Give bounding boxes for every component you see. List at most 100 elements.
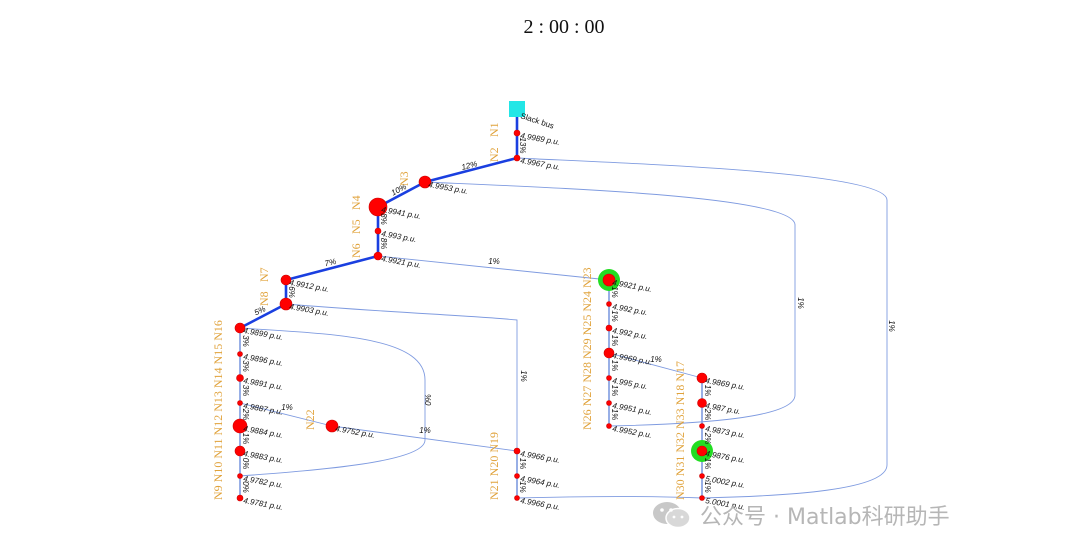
edge-loading-label: 1%	[887, 320, 896, 332]
node-n9[interactable]	[234, 322, 246, 334]
edge-loading-label: 3%	[241, 360, 250, 372]
node-n14[interactable]	[234, 445, 246, 457]
node-n4[interactable]	[368, 197, 388, 217]
edge-n8-n9	[239, 302, 287, 330]
edge-loading-label: 6%	[287, 286, 296, 298]
node-n20[interactable]	[514, 473, 520, 479]
watermark-text: 公众号 · Matlab科研助手	[700, 505, 950, 530]
edge-loading-label: 1%	[281, 403, 293, 412]
node-n23[interactable]	[606, 423, 612, 429]
node-n25[interactable]	[606, 375, 612, 381]
node-n10[interactable]	[237, 351, 243, 357]
edge-n29-n30	[608, 352, 703, 379]
edge-n6-n7	[285, 254, 379, 282]
edge-loading-label: 7%	[324, 257, 337, 269]
node-voltage-label: 4.9952 p.u.	[612, 424, 653, 440]
node-name-column: N6	[349, 243, 363, 258]
node-name-column: N7	[257, 267, 271, 282]
edge-loading-label: 1%	[419, 426, 431, 435]
watermark: 公众号 · Matlab科研助手	[652, 498, 950, 532]
edge-loading-label: 1%	[518, 458, 527, 470]
node-n6[interactable]	[373, 251, 383, 261]
node-name-column: N5	[349, 219, 363, 234]
simulation-time: 2 : 00 : 00	[523, 16, 605, 38]
edge-loading-label: 3%	[241, 335, 250, 347]
node-n15[interactable]	[237, 473, 243, 479]
wechat-icon	[653, 502, 691, 529]
edge-n9-n15	[239, 327, 426, 477]
node-n3[interactable]	[418, 175, 432, 189]
node-voltage-label: 4.9921 p.u.	[381, 254, 422, 270]
node-n32[interactable]	[699, 423, 705, 429]
node-n24[interactable]	[606, 400, 612, 406]
edge-n19-n17	[516, 496, 703, 499]
edge-loading-label: 0%	[241, 481, 250, 493]
edge-n8-n21	[285, 303, 518, 451]
edges-layer	[239, 117, 888, 499]
edge-n2-n3	[424, 156, 518, 184]
node-n11[interactable]	[236, 374, 244, 382]
edge-n12-n22	[239, 402, 333, 427]
node-name-column: N1	[487, 122, 501, 137]
edge-loading-label: 1%	[488, 257, 500, 266]
node-voltage-label: 4.9781 p.u.	[243, 496, 284, 512]
node-n26[interactable]	[602, 273, 616, 287]
labels-layer: 13%12%10%8%8%7%6%5%3%3%3%2%1%0%0%1%1%0%1…	[211, 111, 896, 512]
node-n18[interactable]	[699, 473, 705, 479]
node-name-column: N4	[349, 195, 363, 210]
edge-loading-label: 1%	[610, 385, 619, 397]
edge-loading-label: 1%	[703, 481, 712, 493]
edge-loading-label: 1%	[796, 297, 805, 309]
edge-loading-label: 1%	[703, 458, 712, 470]
node-name-column: N22	[303, 409, 317, 430]
node-n21[interactable]	[513, 447, 521, 455]
node-n8[interactable]	[279, 297, 293, 311]
edge-loading-label: 1%	[241, 433, 250, 445]
node-n27[interactable]	[606, 301, 612, 307]
node-n5[interactable]	[374, 227, 382, 235]
node-n29[interactable]	[603, 347, 615, 359]
edge-loading-label: 2%	[703, 432, 712, 445]
node-n31[interactable]	[697, 398, 707, 408]
edge-loading-label: 12%	[461, 159, 479, 172]
node-voltage-label: 4.9903 p.u.	[289, 302, 330, 318]
node-n7[interactable]	[280, 274, 292, 286]
edge-loading-label: 8%	[379, 213, 388, 225]
edge-loading-label: 13%	[518, 137, 527, 153]
edge-loading-label: 1%	[610, 409, 619, 421]
node-n1[interactable]	[513, 129, 521, 137]
node-n16[interactable]	[236, 494, 244, 502]
node-name-column: N30 N31 N32 N33 N18 N17	[673, 361, 687, 500]
edge-loading-label: 1%	[610, 310, 619, 322]
node-n19[interactable]	[514, 495, 520, 501]
node-name-column: N2	[487, 147, 501, 162]
node-n33[interactable]	[696, 445, 708, 457]
node-voltage-label: 4.9752 p.u.	[335, 424, 376, 440]
node-n2[interactable]	[513, 154, 521, 162]
node-n13[interactable]	[232, 418, 248, 434]
node-n22[interactable]	[325, 419, 339, 433]
node-name-column: N21 N20 N19	[487, 432, 501, 500]
slack-bus-label: Slack bus	[519, 111, 555, 130]
node-n17[interactable]	[699, 495, 705, 501]
node-n12[interactable]	[237, 400, 243, 406]
edge-n2-n17	[516, 157, 888, 499]
edge-loading-label: 5%	[253, 304, 267, 317]
edge-loading-label: 1%	[610, 360, 619, 372]
edge-n22-n21	[331, 425, 518, 452]
node-voltage-label: 4.9966 p.u.	[520, 496, 561, 512]
node-name-column: N3	[397, 171, 411, 186]
edge-loading-label: 1%	[650, 355, 662, 364]
node-n30[interactable]	[696, 372, 708, 384]
node-name-column: N9 N10 N11 N12 N13 N14 N15 N16	[211, 320, 225, 500]
edge-loading-label: 1%	[519, 370, 528, 382]
node-n28[interactable]	[605, 324, 613, 332]
edge-loading-label: 3%	[241, 385, 250, 397]
edge-loading-label: 1%	[703, 385, 712, 397]
edge-loading-label: 1%	[610, 286, 619, 298]
edge-loading-label: 1%	[518, 481, 527, 493]
edge-loading-label: 0%	[241, 458, 250, 470]
edge-loading-label: 0%	[424, 394, 433, 406]
node-voltage-label: 4.9967 p.u.	[520, 156, 561, 172]
